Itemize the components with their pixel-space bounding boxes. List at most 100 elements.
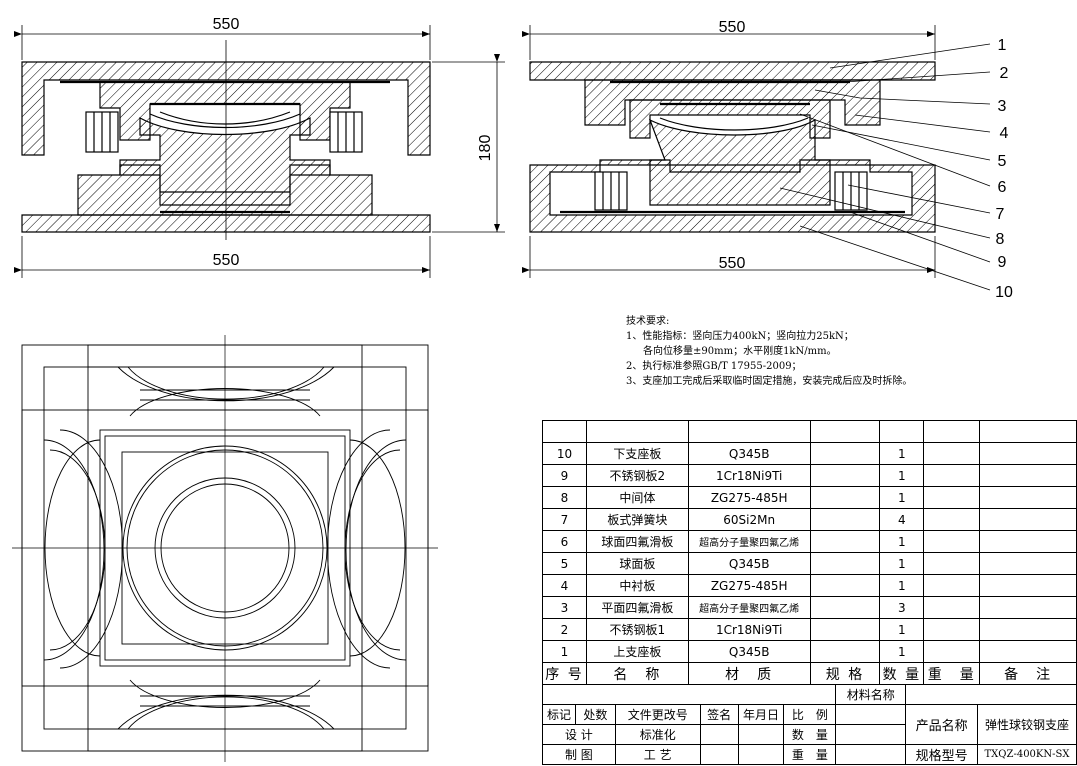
right-middle-body: [648, 118, 831, 206]
bom-header-spec: 规 格: [809, 662, 881, 685]
bom-material: 60Si2Mn: [687, 508, 811, 531]
notes-line-3: 2、执行标准参照GB/T 17955-2009；: [626, 361, 802, 372]
bom-material: 1Cr18Ni9Ti: [687, 618, 811, 641]
callout-8: 8: [996, 231, 1005, 248]
bom-no: 9: [542, 464, 587, 487]
tb-model: TXQZ-400KN-SX: [977, 744, 1077, 765]
plan-view: [12, 335, 438, 762]
bom-qty: 1: [879, 530, 925, 553]
dim-height: 180: [477, 135, 494, 162]
right-spring-block-l: [594, 171, 628, 211]
bom-no: 6: [542, 530, 587, 553]
callout-3: 3: [998, 98, 1007, 115]
notes-line-1: 1、性能指标：竖向压力400kN；竖向拉力25kN；: [626, 331, 854, 342]
dim-top-right: 550: [719, 19, 746, 36]
bom-name: 下支座板: [585, 442, 689, 465]
right-bottom-plate: [529, 159, 936, 233]
callout-10: 10: [995, 284, 1013, 301]
left-spring-block-r: [329, 111, 363, 153]
bom-name: 平面四氟滑板: [585, 596, 689, 619]
bom-no: 10: [542, 442, 587, 465]
bom-header-name: 名 称: [585, 662, 689, 685]
callout-6: 6: [998, 179, 1007, 196]
bom-qty: 1: [879, 552, 925, 575]
bom-name: 不锈钢板2: [585, 464, 689, 487]
bom-no: 8: [542, 486, 587, 509]
callout-5: 5: [998, 153, 1007, 170]
callout-2: 2: [1000, 65, 1009, 82]
left-spherical-plate: [149, 103, 301, 129]
bom-name: 板式弹簧块: [585, 508, 689, 531]
notes-line-2: 各向位移量±90mm；水平刚度1kN/mm。: [643, 346, 837, 357]
right-dimensions: [522, 25, 936, 278]
bom-qty: 1: [879, 574, 925, 597]
bom-material: Q345B: [687, 552, 811, 575]
right-section-view: [529, 61, 936, 233]
bom-qty: 4: [879, 508, 925, 531]
tb-weight: 重 量: [783, 744, 837, 765]
tb-sign: 签名: [699, 704, 739, 725]
tb-design: 设 计: [542, 724, 616, 745]
tb-change-doc: 文件更改号: [614, 704, 701, 725]
tb-date: 年月日: [737, 704, 785, 725]
bom-material: Q345B: [687, 442, 811, 465]
callout-9: 9: [998, 254, 1007, 271]
bom-qty: 1: [879, 464, 925, 487]
tb-drawing: 制 图: [542, 744, 616, 765]
bom-header-no: 序 号: [542, 662, 587, 685]
tb-product-name-label: 产品名称: [905, 704, 979, 745]
bom-material: ZG275-485H: [687, 574, 811, 597]
bom-header-weight: 重 量: [923, 662, 981, 685]
tb-product-name: 弹性球铰钢支座: [977, 704, 1077, 745]
right-spring-block-r: [834, 171, 868, 211]
left-section-view: [21, 40, 431, 240]
dim-bottom-left: 550: [213, 252, 240, 269]
bom-material: 超高分子量聚四氟乙烯: [687, 596, 811, 619]
right-top-plate: [529, 61, 936, 81]
bom-header-qty: 数 量: [879, 662, 925, 685]
callout-7: 7: [996, 206, 1005, 223]
bom-header-remark: 备 注: [979, 662, 1077, 685]
callout-4: 4: [1000, 125, 1009, 142]
bom-row-empty: [542, 420, 1077, 443]
title-block: 材料名称 标记 处数 文件更改号 签名 年月日 比 例 产品名称 弹性球铰钢支座…: [541, 684, 1077, 765]
notes-title: 技术要求:: [626, 316, 670, 327]
bom-qty: 1: [879, 442, 925, 465]
bom-no: 7: [542, 508, 587, 531]
bom-material: ZG275-485H: [687, 486, 811, 509]
bom-qty: 1: [879, 486, 925, 509]
notes-line-4: 3、支座加工完成后采取临时固定措施，安装完成后应及时拆除。: [626, 376, 913, 387]
bom-no: 4: [542, 574, 587, 597]
tb-mark: 标记: [542, 704, 576, 725]
bom-qty: 1: [879, 618, 925, 641]
tb-model-label: 规格型号: [905, 744, 979, 765]
leader-lines: [779, 43, 991, 291]
dim-top-left: 550: [213, 16, 240, 33]
bom-name: 不锈钢板1: [585, 618, 689, 641]
right-spherical-plate: [629, 99, 831, 139]
left-middle-body: [119, 116, 331, 206]
bom-no: 2: [542, 618, 587, 641]
bom-qty: 3: [879, 596, 925, 619]
tb-material-name: 材料名称: [835, 684, 907, 705]
dim-bottom-right: 550: [719, 255, 746, 272]
bom-header-material: 材 质: [687, 662, 811, 685]
callout-1: 1: [998, 37, 1007, 54]
callouts: 1 2 3 4 5 6 7 8 9 10: [995, 37, 1013, 301]
right-upper-housing: [584, 79, 881, 126]
bom-qty: 1: [879, 640, 925, 663]
left-dimensions: [14, 25, 505, 278]
bom-no: 5: [542, 552, 587, 575]
technical-notes: 技术要求: 1、性能指标：竖向压力400kN；竖向拉力25kN； 各向位移量±9…: [626, 314, 912, 389]
left-spring-block-l: [85, 111, 119, 153]
